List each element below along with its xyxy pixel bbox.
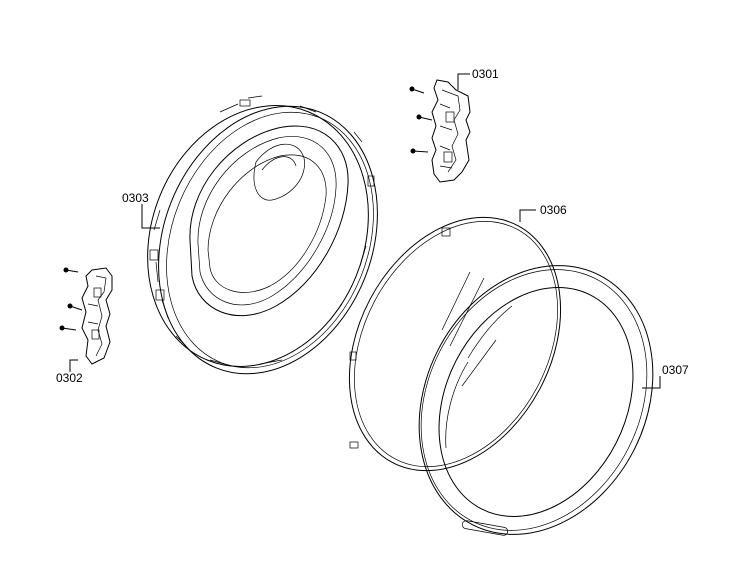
part-label-0302: 0302 [56, 371, 83, 385]
screw-icon [59, 325, 77, 331]
part-lock-bracket-0302: 0302 [56, 267, 113, 385]
part-hinge-0301: 0301 [409, 67, 499, 183]
part-label-0303: 0303 [122, 191, 149, 205]
part-door-glass-0306: 0306 [348, 203, 567, 472]
screw-icon [63, 267, 79, 273]
part-outer-ring-0307: 0307 [418, 265, 689, 536]
screw-icon [416, 114, 433, 121]
part-label-0301: 0301 [472, 67, 499, 81]
screw-icon [410, 148, 429, 154]
part-inner-frame-0303: 0303 [122, 95, 378, 375]
part-label-0307: 0307 [662, 363, 689, 377]
part-label-0306: 0306 [540, 203, 567, 217]
screw-icon [67, 303, 83, 311]
screw-icon [409, 86, 425, 94]
